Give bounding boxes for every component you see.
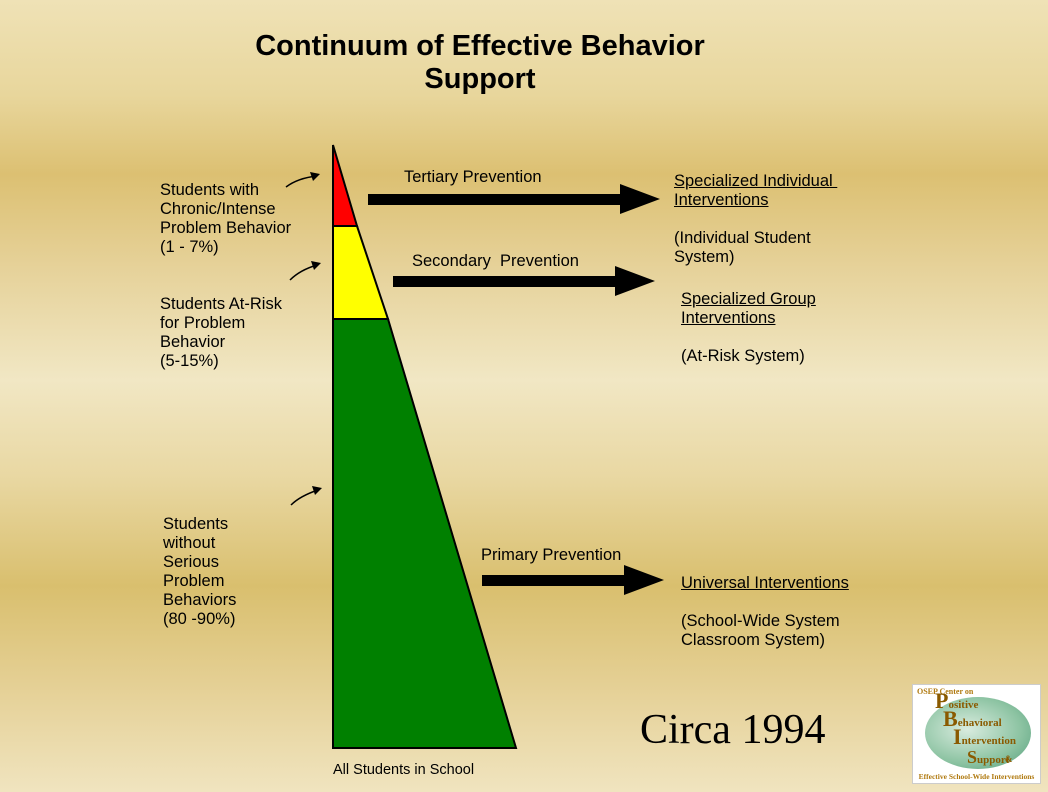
group-label-primary: Students without Serious Problem Behavio… <box>163 515 237 628</box>
intervention-detail-secondary: (At-Risk System) <box>681 347 805 365</box>
tier-primary-segment <box>332 318 518 749</box>
tertiary-arrow <box>368 184 660 214</box>
pointer-arrow-secondary <box>289 261 321 281</box>
logo-amp: & <box>1005 754 1013 764</box>
intervention-detail-primary: (School-Wide System Classroom System) <box>681 612 840 649</box>
logo-s-line: Support <box>967 747 1010 767</box>
group-label-tertiary: Students with Chronic/Intense Problem Be… <box>160 181 292 256</box>
intervention-title-tertiary: Specialized Individual Interventions <box>674 172 833 209</box>
pbis-logo: OSEP Center on Positive Behavioral Inter… <box>912 684 1041 784</box>
prevention-label-tertiary: Tertiary Prevention <box>404 168 542 186</box>
intervention-detail-tertiary: (Individual Student System) <box>674 229 811 266</box>
logo-p-line: Positive <box>935 688 979 713</box>
intervention-primary: Universal Interventions (School-Wide Sys… <box>681 555 849 669</box>
logo-b-line: Behavioral <box>943 706 1002 731</box>
logo-ellipse <box>925 697 1031 769</box>
logo-top-text: OSEP Center on <box>917 687 974 696</box>
intervention-tertiary: Specialized Individual Interventions (In… <box>674 153 837 286</box>
intervention-secondary: Specialized Group Interventions (At-Risk… <box>681 271 816 385</box>
logo-i-line: Intervention <box>953 724 1016 749</box>
pointer-arrow-primary <box>290 486 322 506</box>
base-label: All Students in School <box>333 762 475 778</box>
tier-secondary-segment <box>332 225 390 320</box>
primary-arrow <box>482 565 664 595</box>
group-label-secondary: Students At-Risk for Problem Behavior (5… <box>160 295 282 370</box>
pointer-arrow-tertiary <box>285 172 320 188</box>
tier-tertiary-segment <box>332 144 359 227</box>
prevention-label-primary: Primary Prevention <box>481 546 622 564</box>
intervention-title-primary: Universal Interventions <box>681 574 849 592</box>
prevention-label-secondary: Secondary Prevention <box>412 252 579 270</box>
circa-label: Circa 1994 <box>640 707 826 753</box>
slide-title: Continuum of Effective Behavior Support <box>255 30 705 95</box>
secondary-arrow <box>393 266 655 296</box>
intervention-title-secondary: Specialized Group Interventions <box>681 290 816 327</box>
logo-bottom-text: Effective School-Wide Interventions <box>918 772 1035 781</box>
